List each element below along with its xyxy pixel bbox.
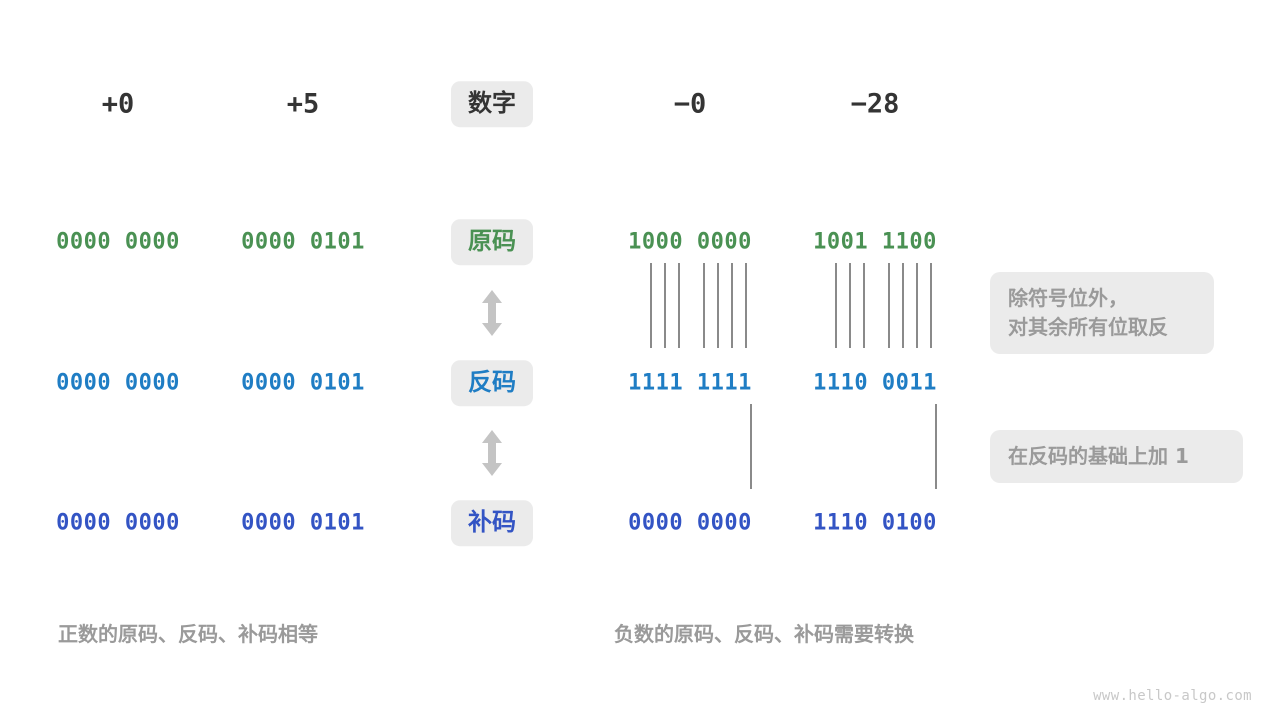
value-sign-magnitude-minus28: 1001 1100 (813, 229, 937, 255)
double-arrow-vertical-icon-upper (479, 288, 505, 338)
connector-tick-carry (935, 404, 937, 489)
connector-tick (745, 263, 747, 348)
header-minus28: −28 (850, 88, 900, 120)
value-ones-complement-minus0: 1111 1111 (628, 370, 752, 396)
badge-number: 数字 (451, 81, 533, 127)
value-ones-complement-plus0: 0000 0000 (56, 370, 180, 396)
note-invert-bits: 除符号位外， 对其余所有位取反 (990, 272, 1214, 354)
header-plus5: +5 (286, 88, 320, 120)
value-twos-complement-plus0: 0000 0000 (56, 510, 180, 536)
value-sign-magnitude-plus0: 0000 0000 (56, 229, 180, 255)
connector-tick (731, 263, 733, 348)
connector-tick (916, 263, 918, 348)
value-sign-magnitude-plus5: 0000 0101 (241, 229, 365, 255)
note-add-one: 在反码的基础上加 1 (990, 430, 1243, 483)
site-watermark: www.hello-algo.com (1093, 688, 1252, 704)
connector-tick (849, 263, 851, 348)
value-sign-magnitude-minus0: 1000 0000 (628, 229, 752, 255)
value-twos-complement-minus0: 0000 0000 (628, 510, 752, 536)
badge-twos-complement: 补码 (451, 500, 533, 546)
connector-tick (703, 263, 705, 348)
connector-tick (678, 263, 680, 348)
connector-tick (664, 263, 666, 348)
header-minus0: −0 (673, 88, 707, 120)
header-plus0: +0 (101, 88, 135, 120)
connector-tick (888, 263, 890, 348)
connector-tick (650, 263, 652, 348)
connector-tick (930, 263, 932, 348)
connector-tick-carry (750, 404, 752, 489)
value-ones-complement-plus5: 0000 0101 (241, 370, 365, 396)
connector-tick (835, 263, 837, 348)
double-arrow-vertical-icon-lower (479, 428, 505, 478)
value-twos-complement-plus5: 0000 0101 (241, 510, 365, 536)
value-twos-complement-minus28: 1110 0100 (813, 510, 937, 536)
badge-ones-complement: 反码 (451, 360, 533, 406)
value-ones-complement-minus28: 1110 0011 (813, 370, 937, 396)
caption-negative-numbers: 负数的原码、反码、补码需要转换 (614, 622, 914, 646)
connector-tick (902, 263, 904, 348)
connector-tick (863, 263, 865, 348)
connector-tick (717, 263, 719, 348)
caption-positive-numbers: 正数的原码、反码、补码相等 (58, 622, 318, 646)
badge-sign-magnitude: 原码 (451, 219, 533, 265)
